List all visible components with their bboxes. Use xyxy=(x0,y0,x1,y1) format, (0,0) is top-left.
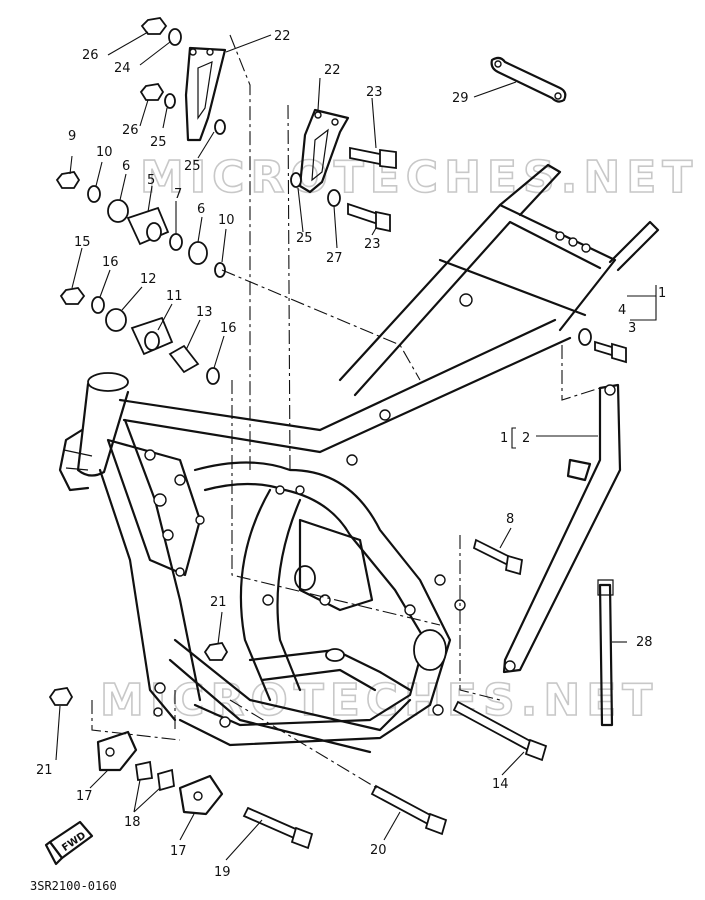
callout-26-top: 26 xyxy=(82,48,99,63)
callout-22-right: 22 xyxy=(324,63,341,78)
callout-4: 4 xyxy=(618,303,626,318)
callout-6-mid: 6 xyxy=(197,202,205,217)
drawing-code: 3SR2100-0160 xyxy=(30,879,117,893)
callout-1-brace: 1 xyxy=(500,431,508,446)
callout-18: 18 xyxy=(124,815,141,830)
callout-27: 27 xyxy=(326,251,343,266)
callout-5: 5 xyxy=(147,173,155,188)
callout-21-mid: 21 xyxy=(210,595,227,610)
callout-numbers: 26 24 22 22 23 29 26 25 25 9 10 6 5 7 6 … xyxy=(36,29,666,880)
callout-2: 2 xyxy=(522,431,530,446)
callout-24: 24 xyxy=(114,61,131,76)
callout-17-right: 17 xyxy=(170,844,187,859)
callout-9: 9 xyxy=(68,129,76,144)
callout-23-bottom: 23 xyxy=(364,237,381,252)
watermark-top: MICROTECHES.NET xyxy=(140,152,698,203)
callout-22-left: 22 xyxy=(274,29,291,44)
callout-8: 8 xyxy=(506,512,514,527)
callout-25-left: 25 xyxy=(150,135,167,150)
callout-7: 7 xyxy=(174,187,182,202)
callout-17-left: 17 xyxy=(76,789,93,804)
callout-12: 12 xyxy=(140,272,157,287)
hardware-group xyxy=(48,17,627,850)
engine-bracket-part-22a xyxy=(184,46,227,142)
callout-26-mid: 26 xyxy=(122,123,139,138)
callout-10-mid: 10 xyxy=(218,213,235,228)
callout-23-top: 23 xyxy=(366,85,383,100)
callout-14: 14 xyxy=(492,777,509,792)
cable-tie-part-28 xyxy=(597,579,614,727)
callout-29: 29 xyxy=(452,91,469,106)
callout-21-left: 21 xyxy=(36,763,53,778)
callout-3: 3 xyxy=(628,321,636,336)
assembly-lines xyxy=(91,34,601,791)
fwd-arrow-icon: FWD xyxy=(44,820,94,866)
callout-10-top: 10 xyxy=(96,145,113,160)
callout-25-bracket: 25 xyxy=(296,231,313,246)
plate-part-29 xyxy=(490,56,567,103)
engine-bracket-part-22b xyxy=(298,108,350,194)
callout-15: 15 xyxy=(74,235,91,250)
watermark-bottom: MICROTECHES.NET xyxy=(100,675,658,726)
callout-16-bottom: 16 xyxy=(220,321,237,336)
callout-13: 13 xyxy=(196,305,213,320)
callout-11: 11 xyxy=(166,289,183,304)
callout-20: 20 xyxy=(370,843,387,858)
main-frame xyxy=(58,163,660,754)
callout-16-top: 16 xyxy=(102,255,119,270)
rear-brace-part-2 xyxy=(502,383,622,674)
callout-6-top: 6 xyxy=(122,159,130,174)
callout-28: 28 xyxy=(636,635,653,650)
callout-19: 19 xyxy=(214,865,231,880)
callout-1-top: 1 xyxy=(658,286,666,301)
leader-lines xyxy=(55,31,657,861)
callout-25-right: 25 xyxy=(184,159,201,174)
